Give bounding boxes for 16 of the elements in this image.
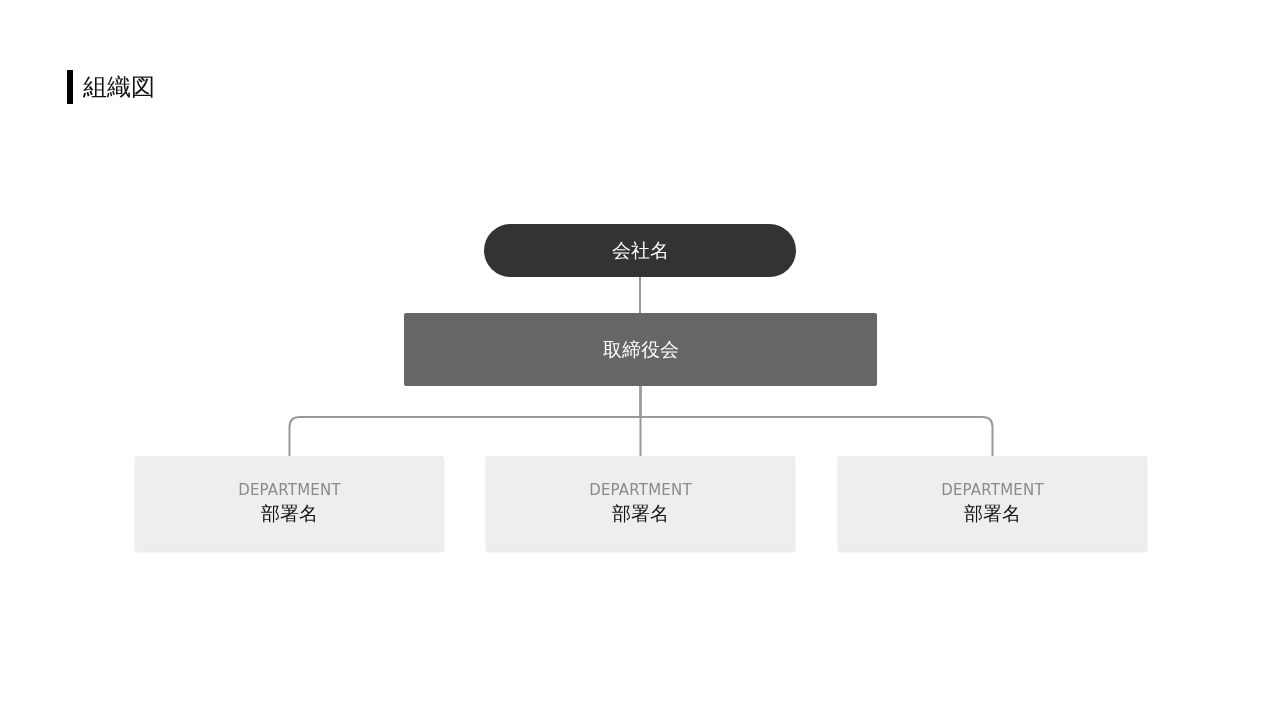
department-label: DEPARTMENT <box>589 481 692 501</box>
department-box <box>135 456 444 551</box>
node-label: 会社名 <box>611 238 669 263</box>
company-pill <box>484 224 796 277</box>
board-box <box>404 313 877 386</box>
department-name: 部署名 <box>964 500 1021 526</box>
connector-line <box>639 276 641 314</box>
node-label: 取締役会 <box>602 337 679 362</box>
connector-line <box>639 385 994 457</box>
department-name: 部署名 <box>612 500 669 526</box>
department-box <box>486 456 795 551</box>
department-label: DEPARTMENT <box>941 481 1044 501</box>
department-box <box>838 456 1147 551</box>
department-name: 部署名 <box>261 500 318 526</box>
diagram-title: 組織図 <box>83 72 155 103</box>
department-label: DEPARTMENT <box>238 481 341 501</box>
